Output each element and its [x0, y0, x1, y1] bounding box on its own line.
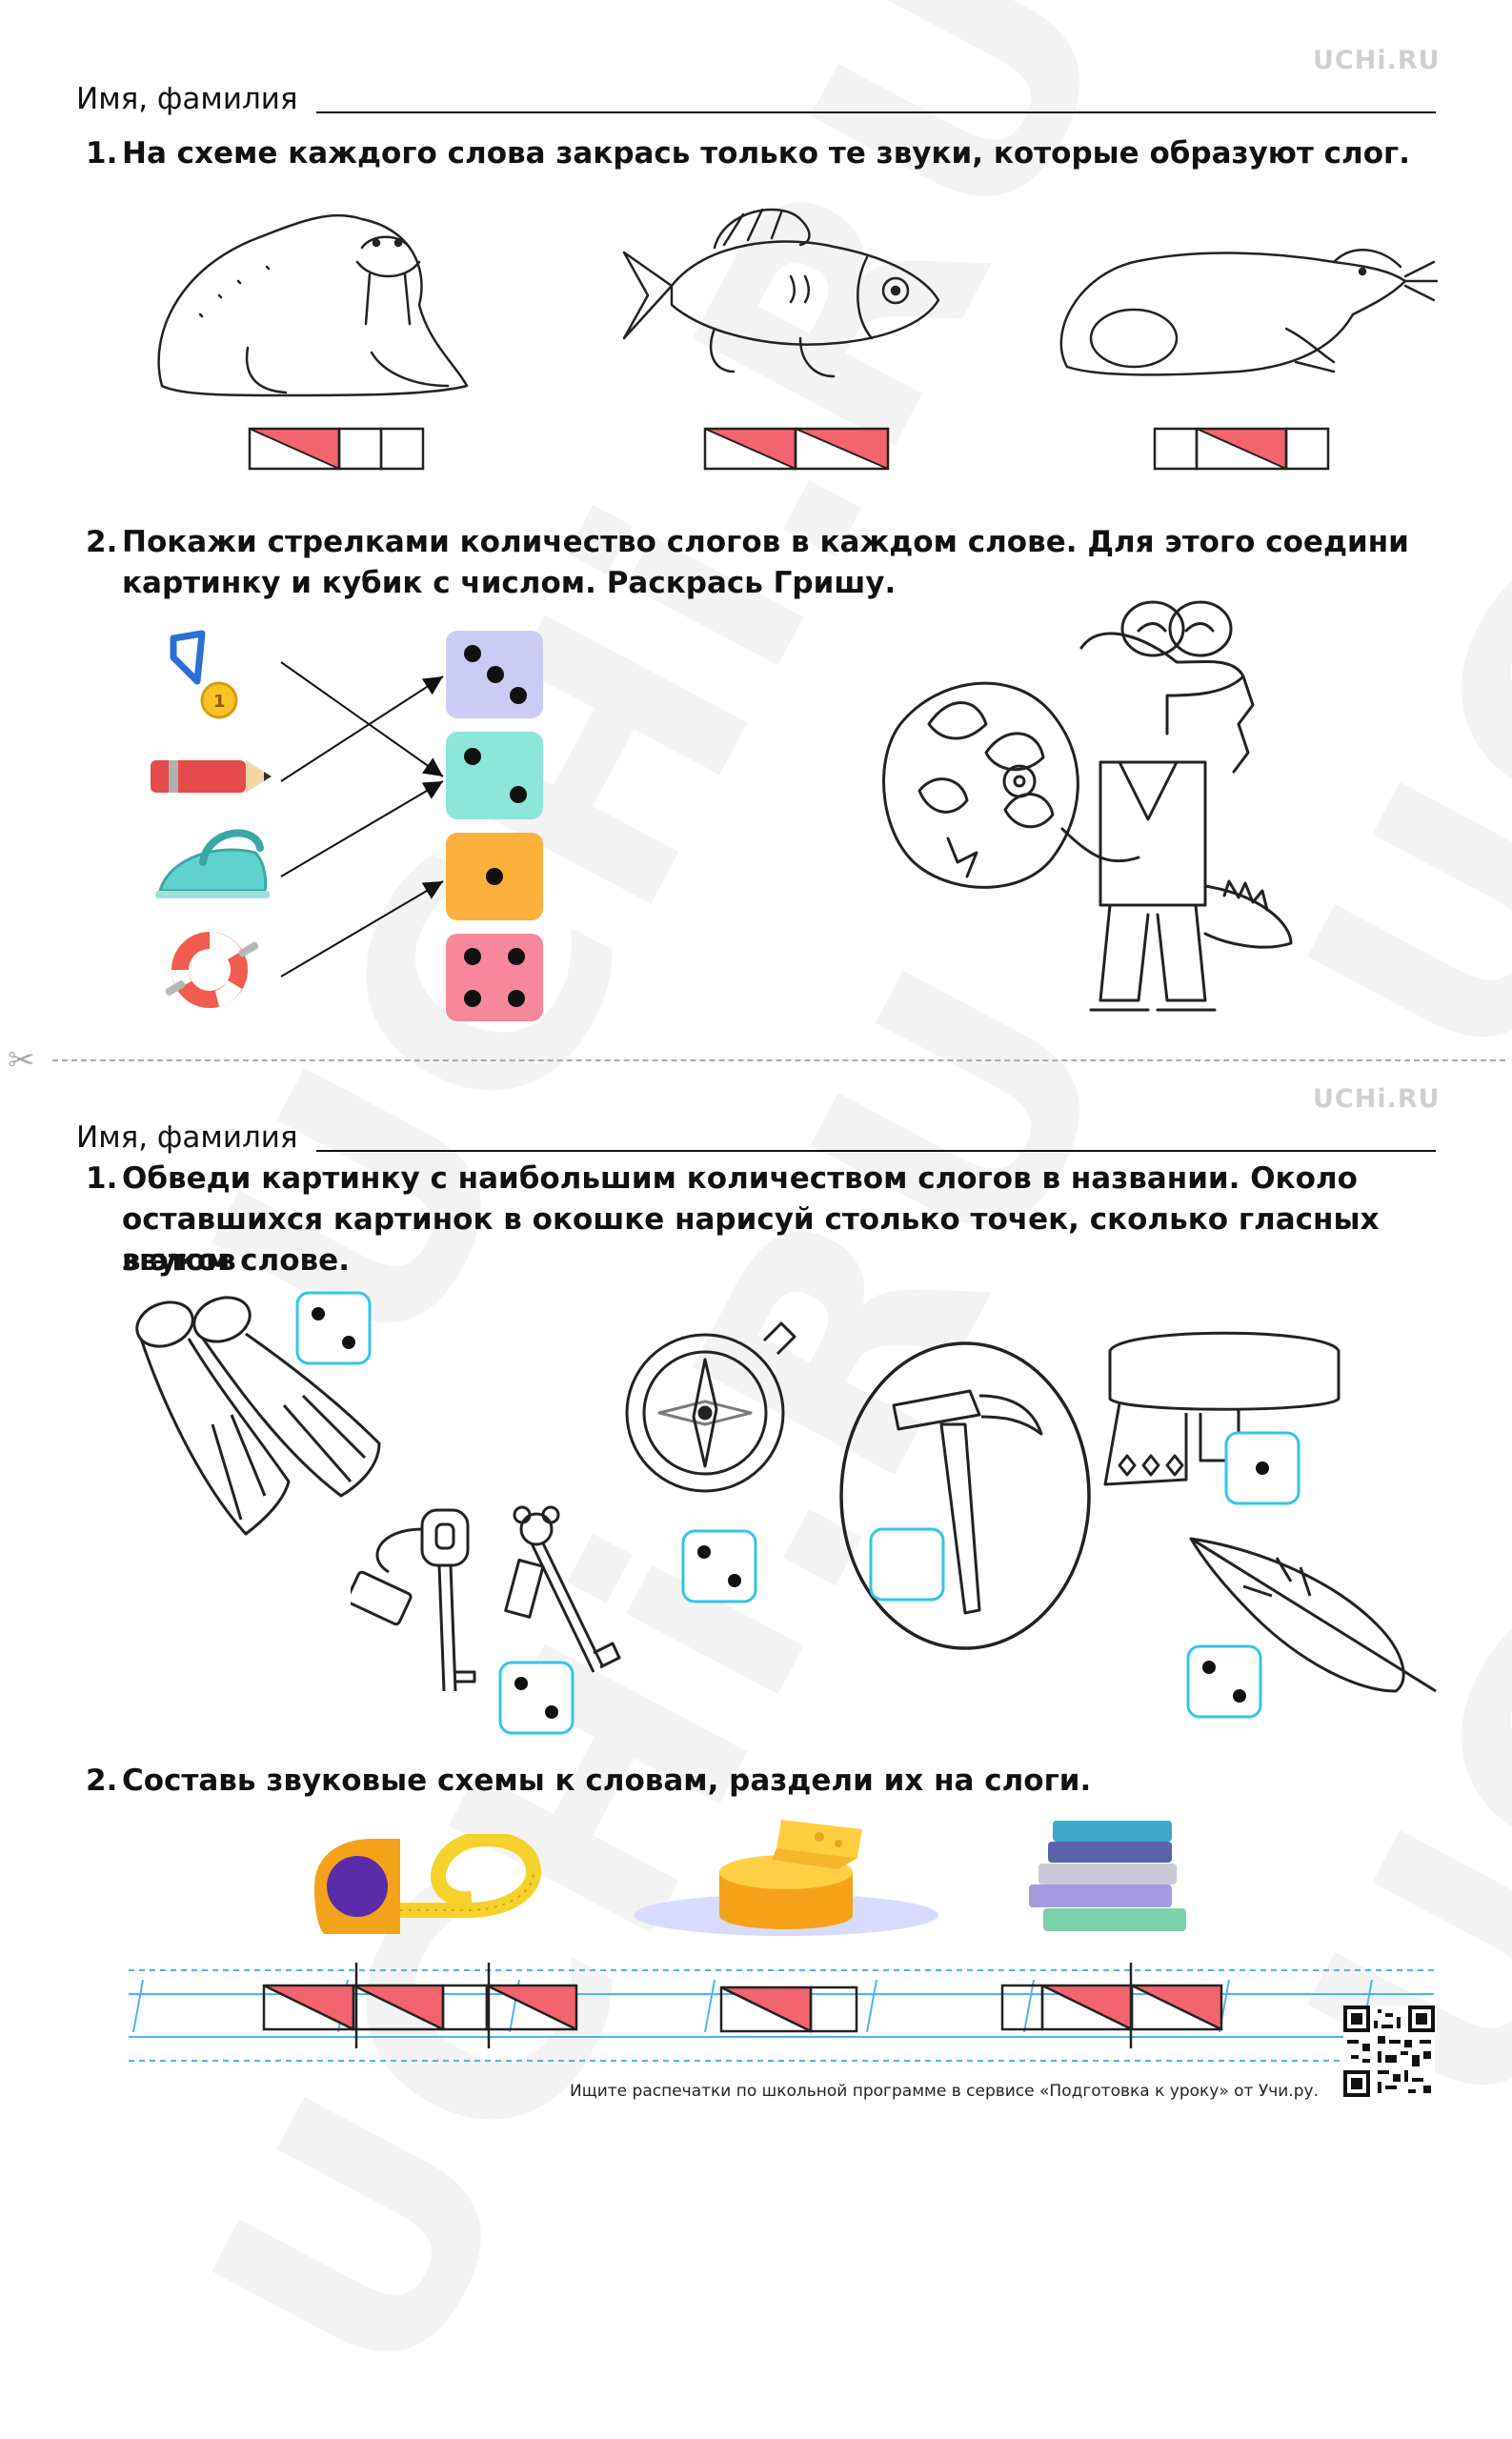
task-1: 1. Обведи картинку с наибольшим количест…	[86, 1159, 1467, 1282]
iron-icon	[155, 829, 270, 898]
keys-illustration	[351, 1505, 621, 1692]
brand-logo: UCHi.RU	[1313, 1084, 1441, 1114]
task-1: 1. На схеме каждого слова закрась только…	[86, 133, 1467, 176]
task-text: На схеме каждого слова закрась только те…	[122, 136, 1411, 171]
feather-illustration	[1189, 1537, 1437, 1693]
scarf-illustration	[1103, 1331, 1341, 1486]
walrus-illustration	[157, 213, 469, 397]
task-text-line-3: в этом слове.	[122, 1243, 350, 1278]
tape-measure-illustration	[314, 1834, 542, 1934]
name-label: Имя, фамилия	[76, 1120, 298, 1155]
syllable-scheme-tape-measure	[262, 1963, 578, 2048]
die-two	[446, 732, 543, 819]
name-label: Имя, фамилия	[76, 82, 298, 116]
dot-box-keys	[498, 1661, 575, 1735]
flippers-illustration	[135, 1296, 381, 1536]
task-number: 2.	[86, 525, 118, 559]
syllable-scheme-mole	[1153, 427, 1330, 471]
task-number: 1.	[86, 136, 118, 171]
dot-box-compass	[681, 1529, 757, 1603]
books-illustration	[1029, 1821, 1186, 1931]
grisha-illustration	[882, 600, 1293, 1012]
mole-illustration	[1059, 249, 1439, 376]
dot-box-hammer	[869, 1527, 945, 1602]
task-text-line-1: Покажи стрелками количество слогов в каж…	[122, 525, 1409, 559]
task-number: 2.	[86, 1764, 118, 1798]
qr-code	[1343, 2006, 1435, 2097]
footer-note: Ищите распечатки по школьной программе в…	[570, 2082, 1319, 2101]
dot-box-scarf	[1224, 1431, 1300, 1505]
task-number: 1.	[86, 1161, 118, 1196]
die-one	[446, 833, 543, 920]
brand-logo: UCHi.RU	[1313, 46, 1441, 75]
task-text-line-1: Обведи картинку с наибольшим количеством…	[122, 1161, 1358, 1196]
connection-arrows	[280, 661, 444, 978]
fish-illustration	[622, 208, 940, 378]
svg-text:1: 1	[213, 692, 226, 712]
die-four	[446, 934, 543, 1021]
dot-box-flippers	[295, 1291, 372, 1365]
dot-box-feather	[1186, 1644, 1262, 1719]
compass-illustration	[625, 1321, 796, 1493]
name-line	[316, 1150, 1436, 1152]
lifebuoy-icon	[165, 932, 259, 1008]
task-text: Составь звуковые схемы к словам, раздели…	[122, 1764, 1092, 1798]
die-three	[446, 631, 543, 718]
task-2: 2. Покажи стрелками количество слогов в …	[86, 522, 1467, 608]
syllable-scheme-books	[1000, 1963, 1223, 2048]
cheese-illustration	[634, 1820, 938, 1936]
syllable-scheme-walrus	[248, 427, 425, 471]
syllable-scheme-fish	[703, 427, 890, 471]
task-2: 2. Составь звуковые схемы к словам, разд…	[86, 1761, 1467, 1804]
task-text-line-2: оставшихся картинок в окошке нарисуй сто…	[122, 1202, 1380, 1278]
pencil-icon	[151, 760, 272, 793]
name-line	[316, 111, 1436, 113]
syllable-scheme-cheese	[719, 1985, 858, 2033]
cut-line	[52, 1059, 1505, 1061]
hammer-illustration-circled	[839, 1341, 1091, 1650]
medal-icon: 1	[170, 630, 238, 719]
task-text-line-2: картинку и кубик с числом. Раскрась Гриш…	[122, 566, 897, 600]
scissors-icon: ✂	[8, 1041, 35, 1079]
